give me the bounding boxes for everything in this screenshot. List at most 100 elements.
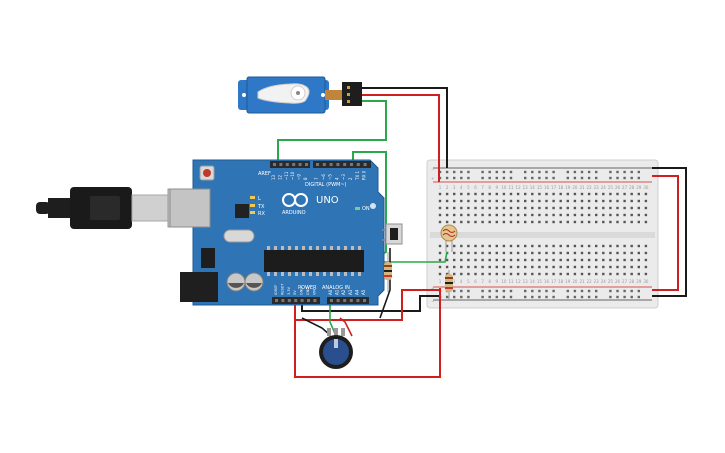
breadboard-hole[interactable]	[474, 199, 477, 203]
breadboard-hole[interactable]	[623, 206, 626, 210]
breadboard-hole[interactable]	[502, 206, 506, 210]
breadboard-hole[interactable]	[623, 258, 626, 262]
breadboard-hole[interactable]	[595, 258, 598, 262]
breadboard-hole[interactable]	[474, 220, 477, 224]
breadboard-hole[interactable]	[481, 265, 484, 269]
breadboard-hole[interactable]	[566, 265, 569, 269]
rail-hole[interactable]	[538, 176, 541, 180]
wire-gnd-black[interactable]	[301, 295, 440, 312]
rail-hole[interactable]	[495, 289, 498, 293]
breadboard-hole[interactable]	[545, 206, 548, 210]
breadboard-hole[interactable]	[573, 206, 577, 210]
breadboard-hole[interactable]	[460, 258, 463, 262]
rail-hole[interactable]	[573, 170, 577, 174]
breadboard-hole[interactable]	[559, 265, 562, 269]
breadboard-hole[interactable]	[538, 244, 541, 248]
breadboard-hole[interactable]	[602, 272, 605, 276]
breadboard-hole[interactable]	[445, 265, 449, 269]
breadboard-hole[interactable]	[630, 192, 633, 196]
breadboard-hole[interactable]	[552, 251, 555, 255]
rail-hole[interactable]	[538, 295, 541, 299]
breadboard-hole[interactable]	[602, 192, 605, 196]
breadboard-hole[interactable]	[623, 251, 626, 255]
header-pin[interactable]	[285, 163, 289, 166]
breadboard-hole[interactable]	[445, 206, 449, 210]
breadboard-hole[interactable]	[438, 192, 442, 196]
wire-ldr-green[interactable]	[367, 251, 448, 263]
breadboard-hole[interactable]	[481, 220, 484, 224]
breadboard-hole[interactable]	[460, 220, 463, 224]
breadboard-hole[interactable]	[637, 199, 640, 203]
breadboard-hole[interactable]	[509, 244, 513, 248]
breadboard-hole[interactable]	[531, 199, 534, 203]
breadboard-hole[interactable]	[559, 251, 562, 255]
header-pin[interactable]	[322, 163, 326, 166]
breadboard-hole[interactable]	[573, 244, 577, 248]
breadboard-hole[interactable]	[438, 220, 442, 224]
breadboard-hole[interactable]	[552, 265, 555, 269]
breadboard-hole[interactable]	[566, 206, 569, 210]
breadboard-hole[interactable]	[495, 265, 498, 269]
breadboard-hole[interactable]	[495, 199, 498, 203]
breadboard-hole[interactable]	[453, 258, 456, 262]
breadboard-hole[interactable]	[609, 272, 612, 276]
breadboard-hole[interactable]	[644, 258, 648, 262]
rail-hole[interactable]	[630, 289, 633, 293]
breadboard-hole[interactable]	[474, 244, 477, 248]
header-pin[interactable]	[363, 163, 367, 166]
wire-button-black[interactable]	[379, 248, 391, 319]
breadboard-hole[interactable]	[644, 251, 648, 255]
breadboard-hole[interactable]	[609, 258, 612, 262]
rail-hole[interactable]	[595, 170, 598, 174]
rail-hole[interactable]	[616, 170, 619, 174]
breadboard-hole[interactable]	[602, 265, 605, 269]
header-pin[interactable]	[343, 299, 347, 302]
breadboard-hole[interactable]	[595, 220, 598, 224]
header-pin[interactable]	[313, 299, 317, 302]
breadboard-hole[interactable]	[630, 206, 633, 210]
servo-motor-icon[interactable]	[238, 76, 362, 114]
breadboard-hole[interactable]	[630, 265, 633, 269]
rail-hole[interactable]	[580, 289, 584, 293]
rail-hole[interactable]	[467, 176, 470, 180]
rail-hole[interactable]	[509, 289, 513, 293]
breadboard-hole[interactable]	[453, 206, 456, 210]
rail-hole[interactable]	[623, 176, 626, 180]
breadboard-hole[interactable]	[474, 213, 477, 217]
breadboard-hole[interactable]	[630, 251, 633, 255]
breadboard-hole[interactable]	[474, 206, 477, 210]
breadboard-hole[interactable]	[552, 220, 555, 224]
header-pin[interactable]	[336, 163, 340, 166]
breadboard-hole[interactable]	[573, 220, 577, 224]
breadboard-hole[interactable]	[460, 265, 463, 269]
rail-hole[interactable]	[481, 176, 484, 180]
breadboard-hole[interactable]	[644, 272, 648, 276]
breadboard-hole[interactable]	[552, 206, 555, 210]
rail-hole[interactable]	[552, 176, 555, 180]
breadboard-hole[interactable]	[509, 220, 513, 224]
breadboard-hole[interactable]	[460, 251, 463, 255]
rail-hole[interactable]	[531, 295, 534, 299]
rail-hole[interactable]	[445, 176, 449, 180]
breadboard-hole[interactable]	[587, 272, 591, 276]
breadboard-hole[interactable]	[453, 192, 456, 196]
breadboard-hole[interactable]	[445, 192, 449, 196]
breadboard-hole[interactable]	[587, 220, 591, 224]
breadboard-hole[interactable]	[481, 192, 484, 196]
rail-hole[interactable]	[481, 295, 484, 299]
breadboard-hole[interactable]	[453, 199, 456, 203]
resistor-icon-2[interactable]	[445, 270, 453, 300]
breadboard-hole[interactable]	[495, 206, 498, 210]
breadboard-hole[interactable]	[587, 206, 591, 210]
breadboard-hole[interactable]	[524, 272, 527, 276]
breadboard-hole[interactable]	[460, 206, 463, 210]
breadboard-hole[interactable]	[531, 192, 534, 196]
breadboard-hole[interactable]	[509, 258, 513, 262]
rail-hole[interactable]	[467, 295, 470, 299]
rail-hole[interactable]	[531, 176, 534, 180]
breadboard-hole[interactable]	[481, 213, 484, 217]
breadboard-hole[interactable]	[609, 192, 612, 196]
header-pin[interactable]	[292, 163, 296, 166]
rail-hole[interactable]	[524, 176, 527, 180]
